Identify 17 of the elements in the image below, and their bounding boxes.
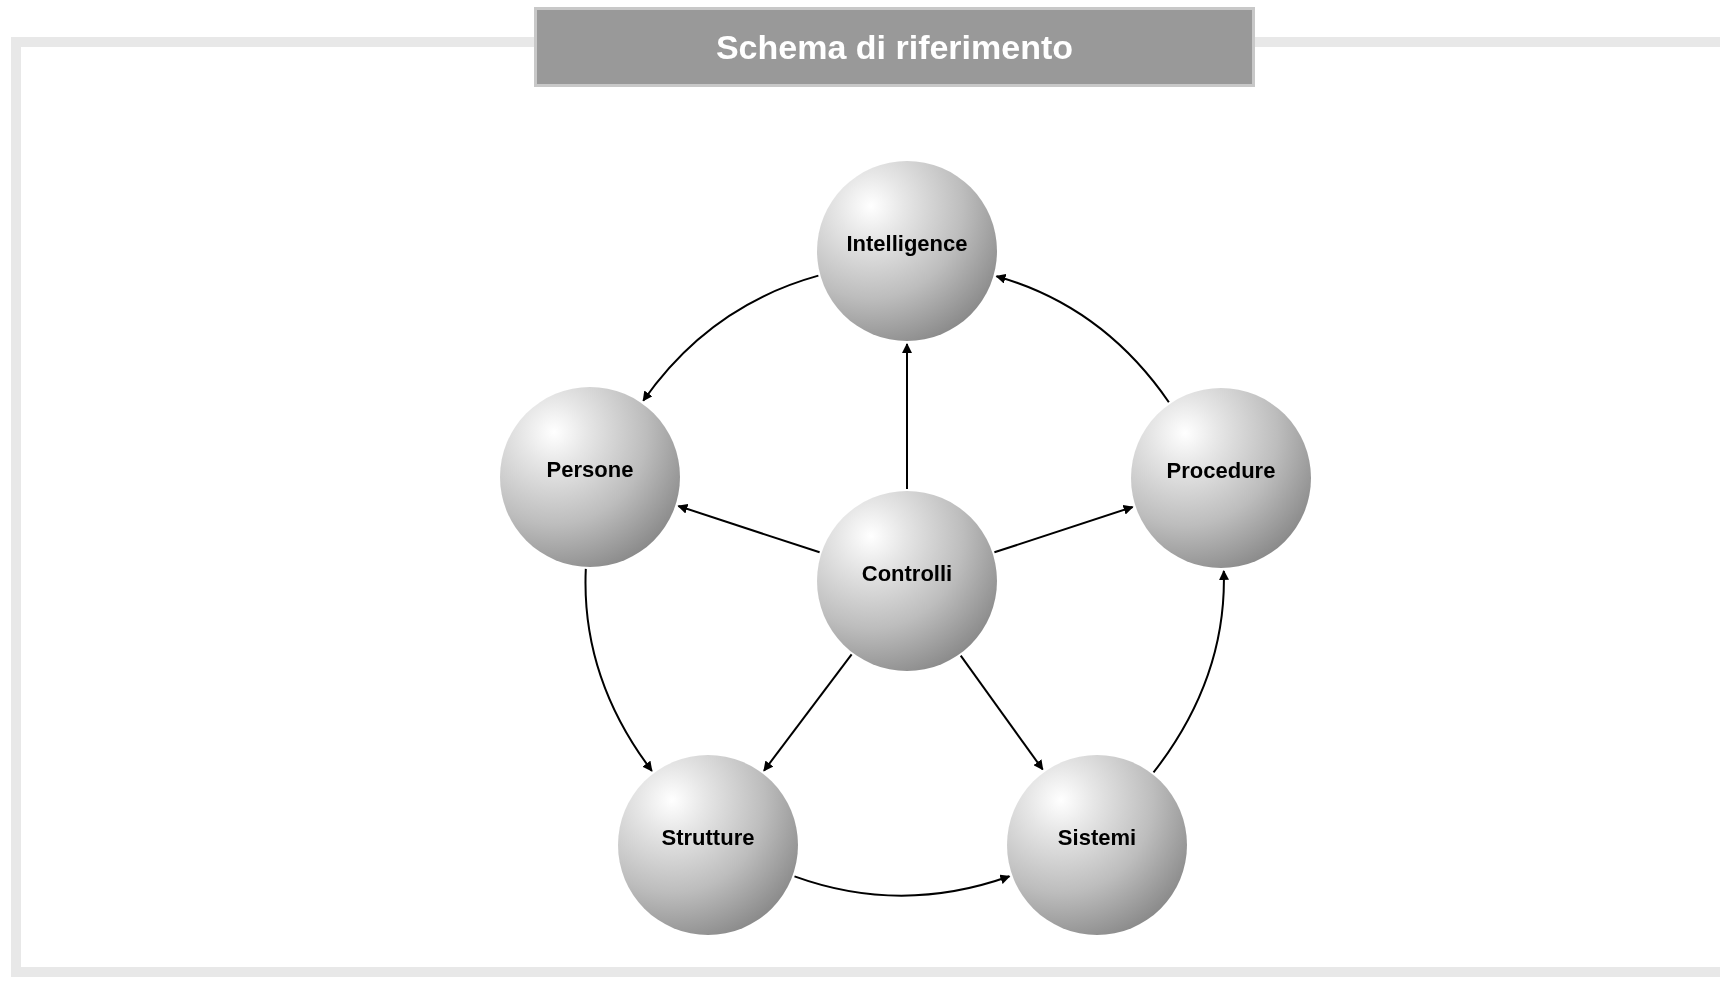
arrow	[793, 874, 1011, 897]
arrow	[642, 274, 820, 402]
arrow	[993, 505, 1134, 554]
arrow	[902, 343, 912, 490]
arrow	[763, 653, 853, 772]
node-label: Strutture	[661, 825, 755, 851]
arrow	[995, 274, 1170, 404]
node-label: Persone	[546, 457, 634, 483]
arrow	[959, 654, 1044, 771]
arrow	[677, 504, 821, 554]
node-label: Intelligence	[846, 231, 968, 257]
node-label: Procedure	[1166, 458, 1276, 484]
node-label: Controlli	[861, 561, 953, 587]
arrow	[584, 567, 653, 772]
arrow	[1152, 569, 1229, 774]
node-label: Sistemi	[1057, 825, 1137, 851]
title-banner: Schema di riferimento	[534, 7, 1255, 87]
